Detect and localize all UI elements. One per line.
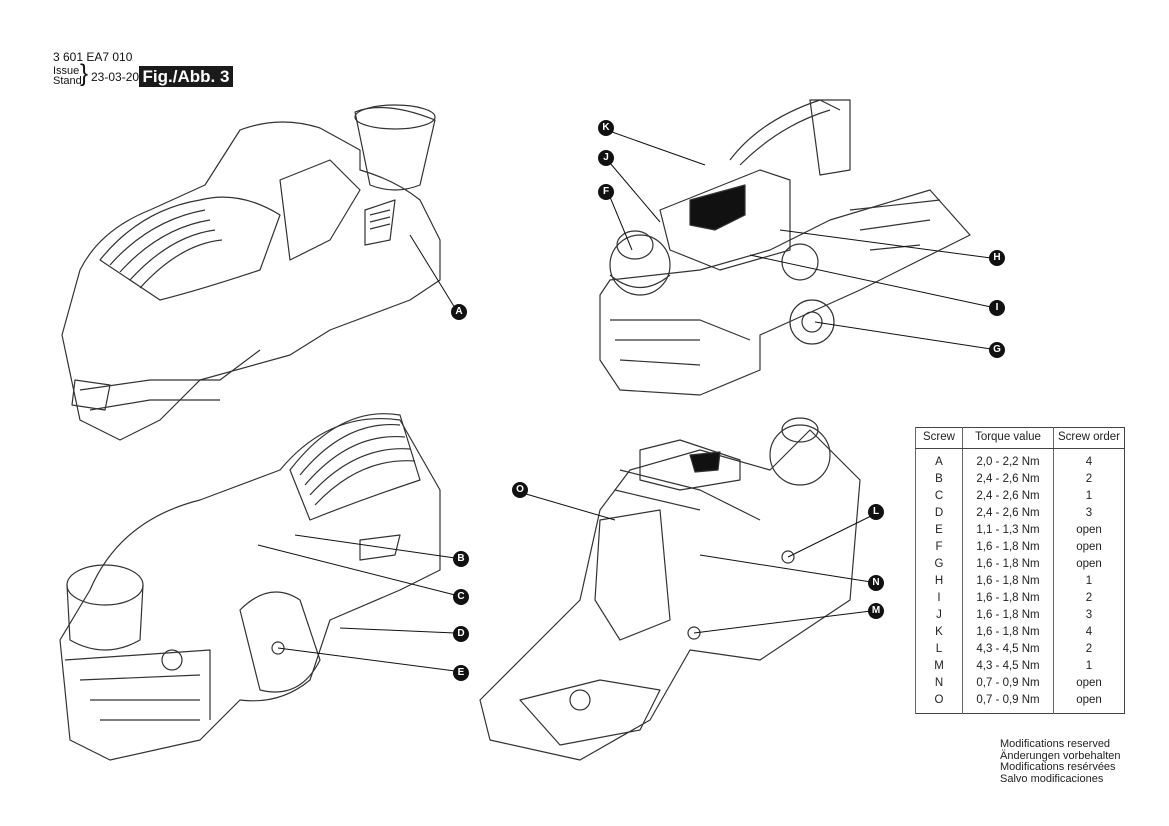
callout-k: K	[598, 120, 614, 136]
callout-o: O	[512, 482, 528, 498]
cell-torque: 4,3 - 4,5 Nm	[962, 640, 1054, 657]
callout-f: F	[598, 184, 614, 200]
cell-torque: 1,6 - 1,8 Nm	[962, 555, 1054, 572]
cell-order: 3	[1053, 504, 1125, 521]
cell-screw: I	[915, 589, 963, 606]
footer-line: Modifications resérvées	[1000, 761, 1116, 773]
issue-label: Issue	[53, 65, 80, 77]
callout-n: N	[868, 575, 884, 591]
cell-screw: D	[915, 504, 963, 521]
cell-order: open	[1053, 521, 1125, 538]
cell-order: 2	[1053, 589, 1125, 606]
cell-torque: 1,1 - 1,3 Nm	[962, 521, 1054, 538]
cell-screw: E	[915, 521, 963, 538]
cell-order: 2	[1053, 470, 1125, 487]
header-order: Screw order	[1053, 427, 1125, 449]
cell-torque: 2,0 - 2,2 Nm	[962, 448, 1054, 470]
callout-l: L	[868, 504, 884, 520]
internals-view-bottom-right	[479, 417, 861, 761]
cell-torque: 4,3 - 4,5 Nm	[962, 657, 1054, 674]
cell-torque: 2,4 - 2,6 Nm	[962, 504, 1054, 521]
callout-j: J	[598, 150, 614, 166]
cell-torque: 1,6 - 1,8 Nm	[962, 623, 1054, 640]
cell-screw: M	[915, 657, 963, 674]
cell-screw: C	[915, 487, 963, 504]
cell-screw: L	[915, 640, 963, 657]
modifications-notice: Modifications reserved Änderungen vorbeh…	[1000, 738, 1121, 785]
cell-screw: G	[915, 555, 963, 572]
cell-order: 4	[1053, 623, 1125, 640]
cell-order: 3	[1053, 606, 1125, 623]
callout-e: E	[453, 665, 469, 681]
part-number: 3 601 EA7 010	[53, 50, 133, 64]
header-torque: Torque value	[962, 427, 1054, 449]
callout-d: D	[453, 626, 469, 642]
cell-order: open	[1053, 674, 1125, 691]
issue-date: 23-03-20	[91, 70, 140, 84]
footer-line: Änderungen vorbehalten	[1000, 749, 1121, 762]
cell-torque: 1,6 - 1,8 Nm	[962, 572, 1054, 589]
cell-torque: 0,7 - 0,9 Nm	[962, 674, 1054, 691]
issue-stand-label: Issue Stand	[53, 65, 82, 87]
planer-view-top-left	[61, 104, 441, 441]
cell-screw: N	[915, 674, 963, 691]
cell-order: 4	[1053, 448, 1125, 470]
cell-screw: J	[915, 606, 963, 623]
cell-screw: H	[915, 572, 963, 589]
callout-m: M	[868, 603, 884, 619]
figure-label: Fig./Abb. 3	[139, 66, 233, 87]
cell-order: 1	[1053, 487, 1125, 504]
cell-torque: 2,4 - 2,6 Nm	[962, 487, 1054, 504]
cell-torque: 1,6 - 1,8 Nm	[962, 606, 1054, 623]
table-header-row: Screw Torque value Screw order	[915, 427, 1125, 449]
callout-h: H	[989, 250, 1005, 266]
stand-label: Stand	[53, 75, 82, 87]
brace: }	[80, 60, 89, 87]
cell-order: 1	[1053, 657, 1125, 674]
callout-c: C	[453, 589, 469, 605]
cell-screw: B	[915, 470, 963, 487]
cell-order: 2	[1053, 640, 1125, 657]
cell-screw: O	[915, 691, 963, 714]
callout-a: A	[451, 304, 467, 320]
cell-screw: K	[915, 623, 963, 640]
cell-torque: 0,7 - 0,9 Nm	[962, 691, 1054, 714]
callout-g: G	[989, 342, 1005, 358]
footer-line: Modifications reserved	[1000, 738, 1111, 750]
cell-screw: F	[915, 538, 963, 555]
cell-torque: 1,6 - 1,8 Nm	[962, 589, 1054, 606]
header-screw: Screw	[915, 427, 963, 449]
callout-i: I	[989, 300, 1005, 316]
cell-screw: A	[915, 448, 963, 470]
cell-torque: 1,6 - 1,8 Nm	[962, 538, 1054, 555]
planer-view-bottom-left	[59, 413, 441, 761]
cell-order: open	[1053, 538, 1125, 555]
cell-torque: 2,4 - 2,6 Nm	[962, 470, 1054, 487]
cell-order: 1	[1053, 572, 1125, 589]
footer-line: Salvo modificaciones	[1000, 772, 1104, 785]
leader-lines	[257, 131, 992, 672]
cell-order: open	[1053, 691, 1125, 714]
cell-order: open	[1053, 555, 1125, 572]
callout-b: B	[453, 551, 469, 567]
